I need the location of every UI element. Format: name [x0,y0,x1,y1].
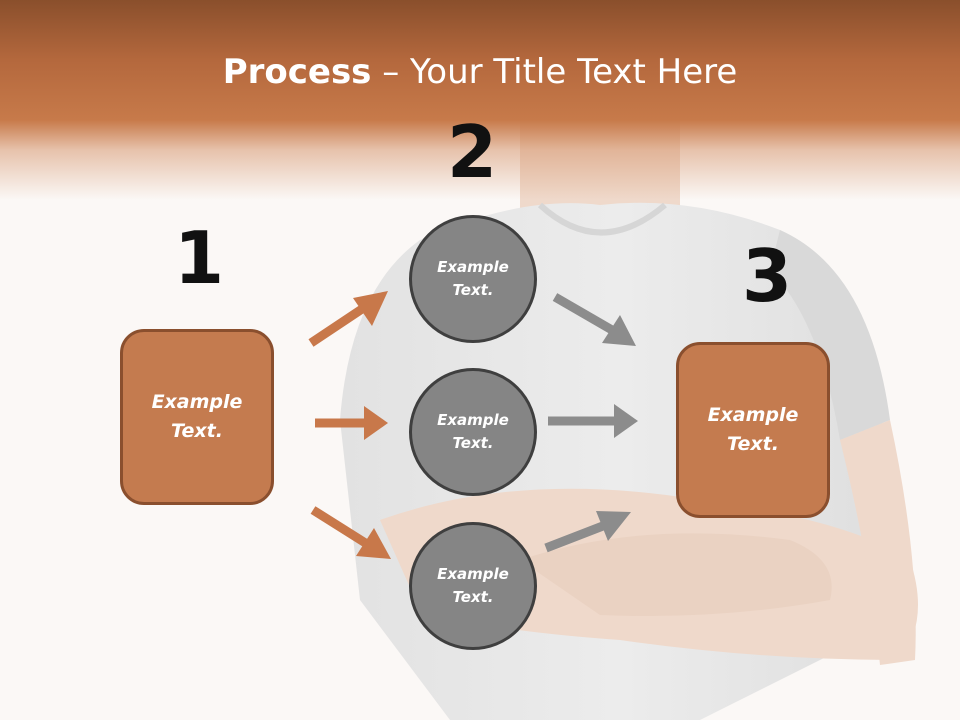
step-2-circle-top-text: Example Text. [437,258,509,299]
arrow-circle-top-to-box3 [552,293,636,346]
title-rest: – Your Title Text Here [371,52,738,92]
title-bold: Process [222,52,372,92]
slide-title: Process – Your Title Text Here [0,52,960,92]
arrow-box1-to-circle-bottom [310,506,391,559]
step-2-circle-middle: Example Text. [409,368,537,496]
step-number-1: 1 [173,216,225,300]
step-2-circle-bottom: Example Text. [409,522,537,650]
step-2-circle-middle-text: Example Text. [437,411,509,452]
step-1-box-text: Example Text. [151,391,243,442]
step-3-box: Example Text. [676,342,830,518]
step-3-box-text: Example Text. [707,404,799,455]
step-number-2: 2 [446,110,498,194]
arrow-circle-bottom-to-box3 [544,511,631,553]
step-number-3: 3 [741,234,793,318]
step-1-box: Example Text. [120,329,274,505]
arrow-box1-to-circle-middle [315,406,388,440]
arrow-box1-to-circle-top [308,291,388,347]
header-band [0,0,960,200]
arrow-circle-middle-to-box3 [548,404,638,438]
step-2-circle-top: Example Text. [409,215,537,343]
step-2-circle-bottom-text: Example Text. [437,565,509,606]
